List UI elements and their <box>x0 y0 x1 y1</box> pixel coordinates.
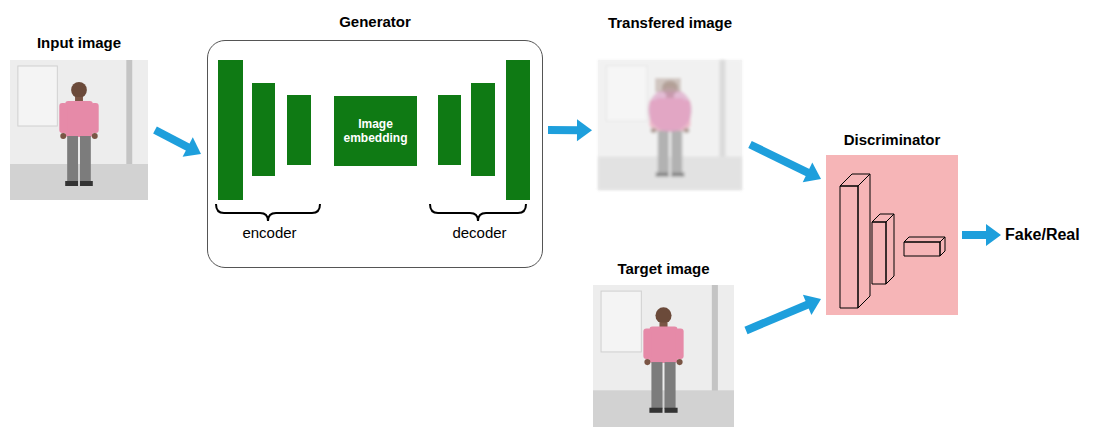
flow-arrow <box>746 295 821 331</box>
arrow-shaft <box>548 126 579 134</box>
arrow-shaft <box>746 304 809 330</box>
part-label: decoder <box>431 224 528 241</box>
part-label: encoder <box>216 224 323 241</box>
transferred-photo <box>598 60 742 190</box>
embedding-box: Image embedding <box>334 96 417 166</box>
arrow-shaft <box>155 130 189 148</box>
node-title: Input image <box>37 34 121 51</box>
flow-arrow <box>548 119 592 141</box>
arrow-head <box>803 163 821 183</box>
node-title: Generator <box>339 13 411 30</box>
input-photo <box>10 60 148 200</box>
discriminator-box: Discriminator <box>826 155 958 315</box>
generator-box: GeneratorencoderdecoderImage embedding <box>207 40 543 268</box>
input-image-node: Input image <box>10 60 148 200</box>
node-title: Transfered image <box>608 14 732 31</box>
node-title: Discriminator <box>844 131 941 148</box>
encoder-layers <box>218 60 311 200</box>
output-label: Fake/Real <box>1005 226 1080 244</box>
target-photo <box>593 285 734 427</box>
flow-arrow <box>155 130 201 157</box>
transferred-image-node: Transfered image <box>598 60 742 190</box>
decoder-brace <box>430 204 526 221</box>
discriminator-layers <box>840 174 945 308</box>
arrow-shaft <box>750 145 809 174</box>
encoder-brace <box>216 204 320 221</box>
node-title: Image embedding <box>338 117 413 146</box>
flow-arrow <box>750 145 821 183</box>
arrow-head <box>183 137 201 157</box>
discriminator-ground <box>826 155 958 315</box>
node-title: Target image <box>617 260 709 277</box>
decoder-layers <box>438 60 530 200</box>
target-image-node: Target image <box>593 285 734 427</box>
arrow-head <box>803 295 821 315</box>
output-arrow <box>962 224 1001 246</box>
arrow-head <box>577 119 592 141</box>
